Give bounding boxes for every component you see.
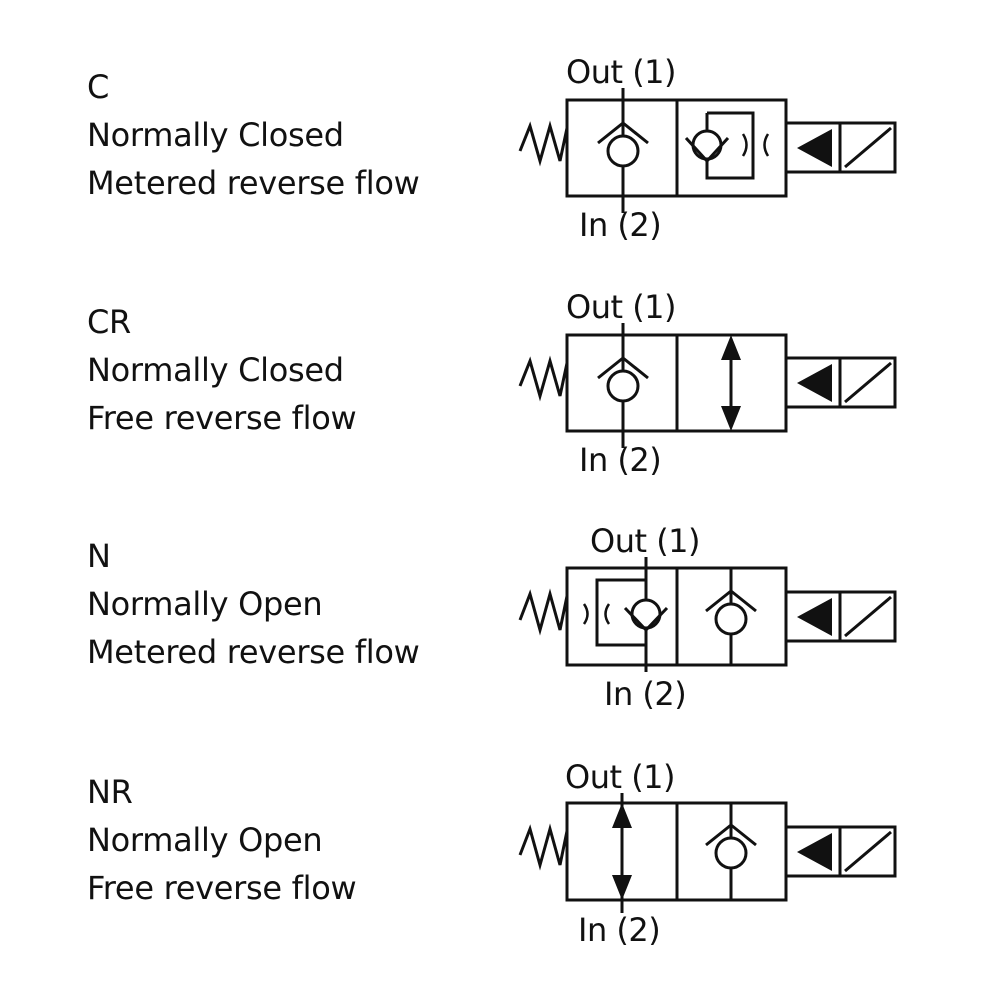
free-flow-arrow-icon: [721, 335, 741, 431]
variant-state: Normally Open: [87, 821, 323, 859]
out-port-label: Out (1): [590, 522, 700, 560]
variant-code: C: [87, 68, 110, 106]
metered-check-valve-icon: [582, 557, 669, 672]
variant-code: CR: [87, 303, 131, 341]
variant-description: N Normally Open Metered reverse flow: [87, 532, 420, 676]
out-port-label: Out (1): [566, 53, 676, 91]
in-port-label: In (2): [578, 911, 660, 949]
check-valve-icon: [705, 589, 757, 636]
free-flow-arrow-icon: [612, 793, 632, 913]
check-valve-icon: [705, 823, 757, 870]
check-valve-icon: [597, 356, 649, 403]
variant-code: N: [87, 537, 111, 575]
variant-state: Normally Closed: [87, 116, 344, 154]
variant-nr: NR Normally Open Free reverse flow Out (…: [0, 758, 1000, 1003]
variant-description: CR Normally Closed Free reverse flow: [87, 298, 357, 442]
spring-icon: [518, 120, 569, 167]
valve-symbol-n: Out (1) In (2): [518, 522, 897, 713]
metered-check-valve-icon: [684, 111, 770, 180]
valve-symbol-c: Out (1) In (2): [518, 53, 897, 244]
variant-n: N Normally Open Metered reverse flow Out…: [0, 522, 1000, 767]
solenoid-actuator-icon: [784, 590, 897, 643]
variant-code: NR: [87, 773, 133, 811]
variant-state: Normally Closed: [87, 351, 344, 389]
solenoid-actuator-icon: [784, 825, 897, 878]
out-port-label: Out (1): [566, 288, 676, 326]
variant-state: Normally Open: [87, 585, 323, 623]
valve-symbol-nr: Out (1) In (2): [518, 758, 897, 949]
valve-symbol-cr: Out (1) In (2): [518, 288, 897, 479]
check-valve-icon: [597, 121, 649, 168]
in-port-label: In (2): [604, 675, 686, 713]
spring-icon: [518, 588, 569, 636]
solenoid-actuator-icon: [784, 121, 897, 174]
solenoid-actuator-icon: [784, 356, 897, 409]
variant-reverse-flow: Metered reverse flow: [87, 633, 420, 671]
variant-c: C Normally Closed Metered reverse flow O…: [0, 53, 1000, 298]
spring-icon: [518, 823, 569, 871]
in-port-label: In (2): [579, 441, 661, 479]
variant-description: NR Normally Open Free reverse flow: [87, 768, 357, 912]
out-port-label: Out (1): [565, 758, 675, 796]
variant-reverse-flow: Free reverse flow: [87, 869, 357, 907]
variant-reverse-flow: Metered reverse flow: [87, 164, 420, 202]
variant-cr: CR Normally Closed Free reverse flow Out…: [0, 288, 1000, 533]
in-port-label: In (2): [579, 206, 661, 244]
spring-icon: [518, 355, 569, 402]
variant-description: C Normally Closed Metered reverse flow: [87, 63, 420, 207]
variant-reverse-flow: Free reverse flow: [87, 399, 357, 437]
